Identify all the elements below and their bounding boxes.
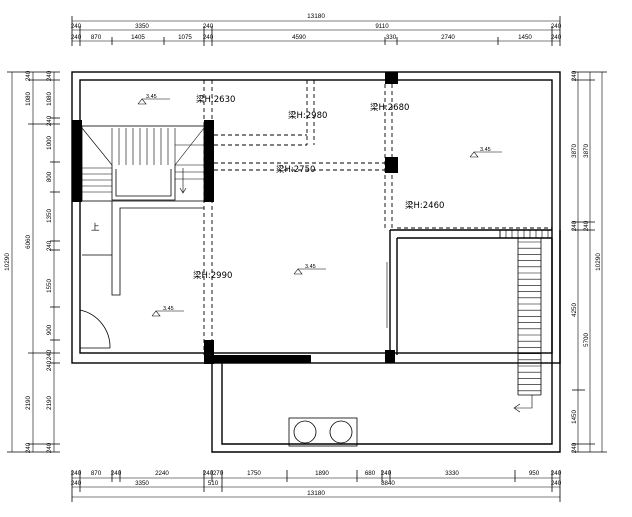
dim-bottom-total: 13180 bbox=[307, 490, 325, 497]
level-marker: 3.45 bbox=[151, 306, 184, 317]
left-dimensions: 240 1080 240 1000 800 1350 240 1550 900 … bbox=[4, 70, 60, 453]
dim-left-mid-3: 2190 bbox=[25, 396, 32, 410]
dim-top-r1-3: 9110 bbox=[375, 23, 389, 30]
dim-right-in-0: 3870 bbox=[571, 144, 578, 158]
outer-walls bbox=[71, 71, 561, 453]
dim-right-small-2: 240 bbox=[571, 442, 578, 453]
interior-stair: 上 bbox=[81, 125, 205, 296]
beam-label-2: 梁H:2980 bbox=[288, 111, 327, 121]
dim-top-r2-5: 4590 bbox=[292, 34, 306, 41]
dim-right-small-0: 240 bbox=[571, 70, 578, 81]
wall-opening bbox=[386, 262, 391, 328]
dim-bot-r1-9: 240 bbox=[381, 470, 392, 477]
dim-left-mid-4: 240 bbox=[25, 442, 32, 453]
level-value: 3.45 bbox=[163, 306, 174, 312]
dim-right-mid-1: 5700 bbox=[583, 333, 590, 347]
dim-bot-r1-10: 3330 bbox=[445, 470, 459, 477]
dim-top-r1-2: 240 bbox=[203, 23, 214, 30]
dim-bot-r2-3: 8840 bbox=[381, 480, 395, 487]
dim-left-mid-2: 6060 bbox=[25, 235, 32, 249]
level-markers: 3.45 3.45 3.45 3.45 bbox=[137, 94, 502, 317]
dim-right-small-1: 240 bbox=[571, 220, 578, 231]
bottom-dimensions: 240 870 240 2240 240 270 1750 1890 680 2… bbox=[71, 470, 562, 502]
dim-left-in-11: 2190 bbox=[46, 396, 53, 410]
dim-left-in-3: 1000 bbox=[46, 136, 53, 150]
dim-right-total: 10290 bbox=[595, 253, 602, 271]
dim-bot-r2-1: 3350 bbox=[135, 480, 149, 487]
dim-top-r2-8: 1450 bbox=[518, 34, 532, 41]
dim-left-in-8: 900 bbox=[46, 324, 53, 335]
dim-right-in-2: 4250 bbox=[571, 303, 578, 317]
exterior-stair bbox=[499, 230, 549, 413]
beam-label-6: 梁H:2990 bbox=[193, 271, 232, 281]
dim-bot-r1-3: 2240 bbox=[155, 470, 169, 477]
dim-bot-r1-4: 240 bbox=[203, 470, 214, 477]
dim-bot-r1-2: 240 bbox=[111, 470, 122, 477]
columns bbox=[72, 72, 398, 364]
ac-unit bbox=[288, 417, 358, 447]
dim-left-in-12: 240 bbox=[46, 442, 53, 453]
dim-top-r1-4: 240 bbox=[551, 23, 562, 30]
dim-bot-r1-0: 240 bbox=[71, 470, 82, 477]
dim-bot-r2-0: 240 bbox=[71, 480, 82, 487]
dim-bot-r1-7: 1890 bbox=[315, 470, 329, 477]
dim-left-in-5: 1350 bbox=[46, 209, 53, 223]
dim-bot-r1-6: 1750 bbox=[247, 470, 261, 477]
dim-left-mid-0: 240 bbox=[25, 70, 32, 81]
dim-top-r1-0: 240 bbox=[71, 23, 82, 30]
dim-bot-r1-11: 950 bbox=[529, 470, 540, 477]
dim-left-in-9: 240 bbox=[46, 349, 53, 360]
dim-left-in-6: 240 bbox=[46, 240, 53, 251]
dim-right-in-3: 1450 bbox=[571, 410, 578, 424]
dim-left-in-7: 1550 bbox=[46, 279, 53, 293]
dim-left-in-0: 240 bbox=[46, 70, 53, 81]
dim-right-mid-0: 3870 bbox=[583, 144, 590, 158]
dim-top-r1-1: 3350 bbox=[135, 23, 149, 30]
level-marker: 3.45 bbox=[137, 94, 170, 105]
dim-top-r2-0: 240 bbox=[71, 34, 82, 41]
dim-left-in-4: 800 bbox=[46, 171, 53, 182]
level-marker: 3.45 bbox=[293, 264, 326, 275]
beam-label-1: 梁H:2630 bbox=[196, 95, 235, 105]
dim-top-r2-9: 240 bbox=[551, 34, 562, 41]
dim-bot-r2-2: 510 bbox=[208, 480, 219, 487]
dim-left-mid-1: 1080 bbox=[25, 92, 32, 106]
dim-top-r2-6: 330 bbox=[386, 34, 397, 41]
dim-bot-r1-12: 240 bbox=[551, 470, 562, 477]
beam-label-4: 梁H:2750 bbox=[276, 165, 315, 175]
level-value: 3.45 bbox=[146, 94, 157, 100]
stair-up-label: 上 bbox=[91, 223, 100, 233]
dim-left-in-1: 1080 bbox=[46, 92, 53, 106]
dim-top-r2-2: 1405 bbox=[131, 34, 145, 41]
level-value: 3.45 bbox=[305, 264, 316, 270]
dim-bot-r1-5: 270 bbox=[213, 470, 224, 477]
dim-bot-r1-8: 680 bbox=[365, 470, 376, 477]
dim-top-r2-1: 870 bbox=[91, 34, 102, 41]
dim-left-total: 10290 bbox=[4, 253, 11, 271]
dim-left-in-2: 240 bbox=[46, 115, 53, 126]
top-dimensions: 13180 240 3350 240 9110 240 240 870 1405… bbox=[71, 13, 562, 46]
dim-top-r2-7: 2740 bbox=[441, 34, 455, 41]
door-swing bbox=[79, 309, 111, 349]
right-dimensions: 240 240 240 240 3870 4250 1450 3870 5700… bbox=[571, 70, 607, 453]
dim-top-r2-4: 240 bbox=[203, 34, 214, 41]
dim-bot-r2-4: 240 bbox=[551, 480, 562, 487]
level-value: 3.45 bbox=[480, 147, 491, 153]
dim-top-total: 13180 bbox=[307, 13, 325, 20]
beam-label-3: 梁H:2680 bbox=[370, 103, 409, 113]
dim-top-r2-3: 1075 bbox=[178, 34, 192, 41]
beam-labels: 梁H:2630 梁H:2980 梁H:2680 梁H:2750 梁H:2460 … bbox=[193, 95, 444, 281]
dim-left-in-10: 240 bbox=[46, 360, 53, 371]
beam-lines bbox=[203, 80, 552, 355]
beam-label-5: 梁H:2460 bbox=[405, 201, 444, 211]
dim-right-small-3: 240 bbox=[583, 220, 590, 231]
dim-bot-r1-1: 870 bbox=[91, 470, 102, 477]
level-marker: 3.45 bbox=[469, 147, 502, 158]
